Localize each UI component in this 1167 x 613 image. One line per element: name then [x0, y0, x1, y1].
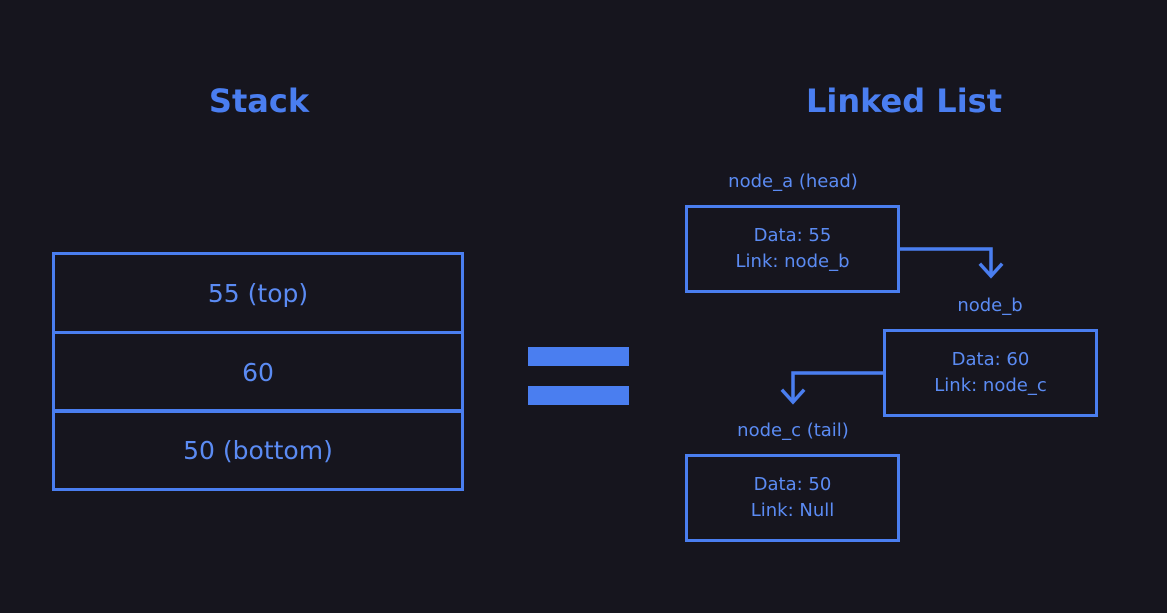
node-b-label: node_b — [957, 295, 1023, 316]
stack-title: Stack — [208, 82, 310, 120]
equals-bar-top — [528, 347, 629, 366]
equals-bar-bottom — [528, 386, 629, 405]
stack-cell-top: 55 (top) — [52, 252, 464, 334]
node-c-link: Link: Null — [750, 500, 835, 521]
node-a-link: Link: node_b — [735, 251, 850, 272]
stack-cell-middle: 60 — [52, 331, 464, 413]
node-b-link: Link: node_c — [934, 375, 1047, 396]
node-c-data: Data: 50 — [753, 474, 832, 495]
arrow-node-a-to-node-b — [897, 247, 1004, 279]
node-c-label: node_c (tail) — [737, 420, 849, 441]
stack-diagram: 55 (top) 60 50 (bottom) — [52, 252, 464, 491]
node-a-box: Data: 55 Link: node_b — [685, 205, 900, 293]
linked-list-title: Linked List — [805, 82, 1003, 120]
stack-cell-bottom: 50 (bottom) — [52, 409, 464, 491]
node-b-data: Data: 60 — [951, 349, 1030, 370]
node-a-data: Data: 55 — [753, 225, 832, 246]
node-a-label: node_a (head) — [728, 171, 858, 192]
node-b-box: Data: 60 Link: node_c — [883, 329, 1098, 417]
node-c-box: Data: 50 Link: Null — [685, 454, 900, 542]
arrow-node-b-to-node-c — [780, 371, 885, 405]
